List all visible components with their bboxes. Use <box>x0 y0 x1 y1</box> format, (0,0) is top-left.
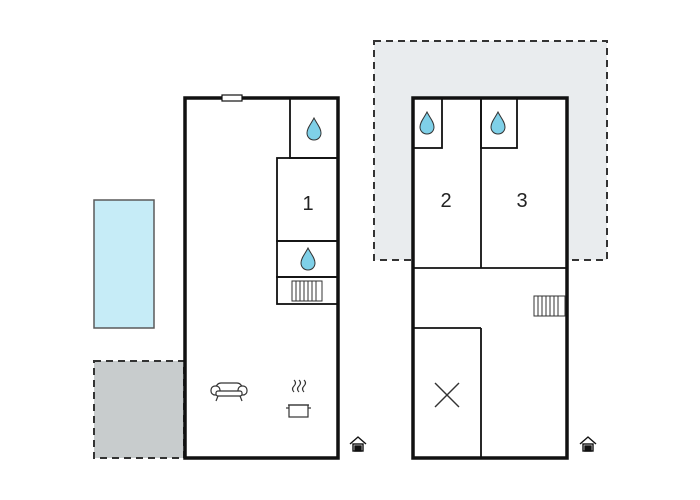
water-drop-icon <box>419 110 435 135</box>
room-label-1: 1 <box>302 193 313 215</box>
room-label-2: 2 <box>440 190 451 212</box>
sofa-icon <box>210 382 248 402</box>
room-label-3: 3 <box>516 190 527 212</box>
bathroom-room-3 <box>480 97 518 149</box>
pool <box>93 199 155 329</box>
upper-floor: 2 3 <box>411 96 569 460</box>
ground-floor-outline <box>183 96 340 460</box>
stairs-icon <box>533 295 566 317</box>
bathroom-room-2 <box>412 97 443 149</box>
stairs-icon <box>291 280 323 302</box>
water-drop-icon <box>300 246 316 271</box>
ground-floor: 1 <box>183 94 340 460</box>
entrance-house-icon <box>579 436 597 452</box>
upper-floor-outline <box>411 96 569 460</box>
water-drop-icon <box>306 116 322 141</box>
x-mark-icon <box>434 382 460 408</box>
stove-pot-icon <box>286 379 311 418</box>
water-drop-icon <box>490 110 506 135</box>
entrance-house-icon <box>349 436 367 452</box>
window <box>221 94 243 102</box>
stairs-area <box>276 276 339 305</box>
ground-terrace <box>93 360 185 459</box>
